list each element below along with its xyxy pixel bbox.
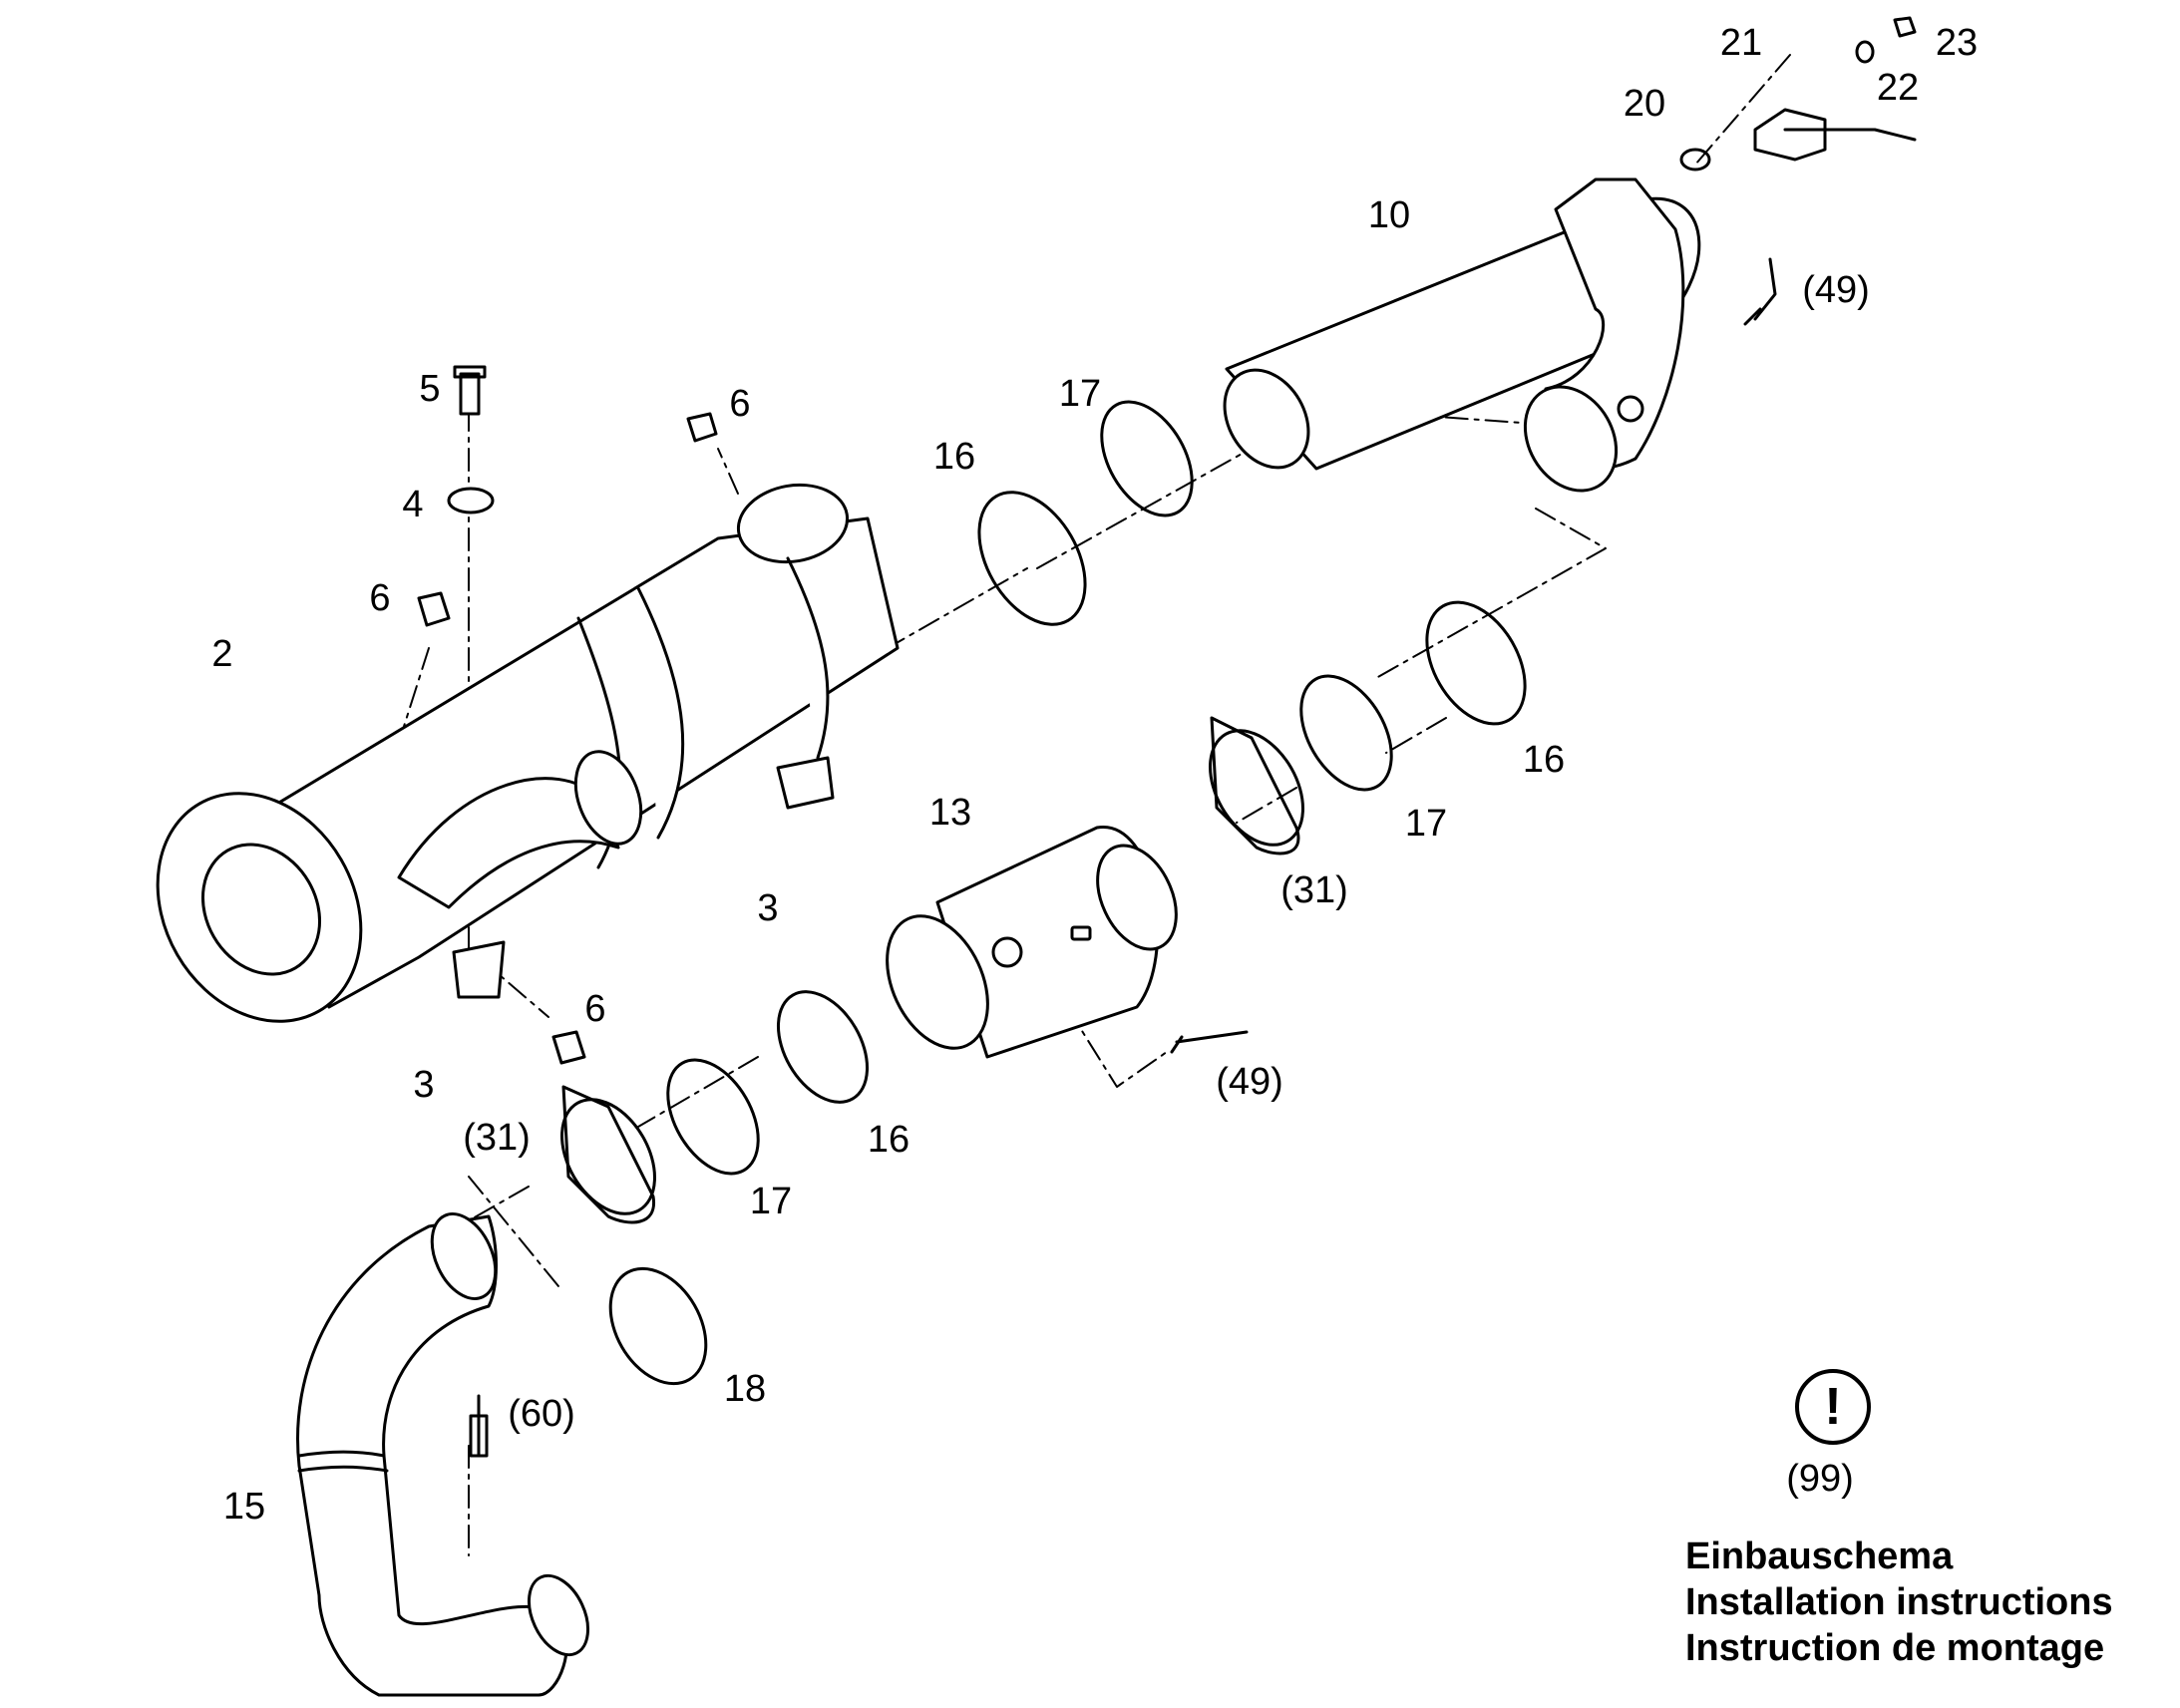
callout-60: (60) bbox=[508, 1393, 575, 1435]
callout-15: 15 bbox=[222, 1486, 266, 1528]
catalyst-part-13 bbox=[886, 826, 1178, 1059]
sensor-part-49-lower bbox=[1170, 1030, 1249, 1054]
nut-part-23 bbox=[1893, 16, 1917, 38]
clamp-part-16-lower bbox=[776, 990, 870, 1104]
muffler-body-part-2 bbox=[156, 483, 900, 1023]
clamp-part-16-right bbox=[1425, 600, 1527, 726]
bracket-part-3-lower bbox=[452, 940, 506, 999]
callout-99: (99) bbox=[1786, 1458, 1854, 1500]
callout-2: 2 bbox=[211, 633, 233, 675]
outlet-pipe-part-10 bbox=[1223, 177, 1701, 493]
callout-6-top: 6 bbox=[729, 383, 751, 425]
sensor-part-49-top bbox=[1743, 257, 1777, 326]
callout-5: 5 bbox=[419, 368, 441, 410]
heat-shield-part-31-right bbox=[1210, 716, 1300, 855]
gasket-ring-part-17-top bbox=[1100, 400, 1194, 517]
bolt-part-5 bbox=[453, 365, 487, 416]
callout-17-right: 17 bbox=[1404, 803, 1448, 845]
callout-23: 23 bbox=[1935, 22, 1979, 64]
clamp-part-16-top bbox=[977, 491, 1087, 626]
washer-part-22 bbox=[1855, 40, 1875, 64]
callout-16-right: 16 bbox=[1522, 739, 1566, 781]
callout-49-lower: (49) bbox=[1216, 1061, 1283, 1103]
callout-49-top: (49) bbox=[1802, 269, 1870, 311]
note-line-french: Instruction de montage bbox=[1685, 1627, 2105, 1669]
clamp-part-18 bbox=[608, 1266, 708, 1386]
callout-10: 10 bbox=[1367, 194, 1411, 236]
callout-17-top: 17 bbox=[1058, 373, 1102, 415]
installation-note: Einbauschema Installation instructions I… bbox=[1685, 1534, 2113, 1671]
heat-shield-part-31-left bbox=[561, 1085, 655, 1224]
gasket-part-20 bbox=[1679, 148, 1711, 171]
nut-part-6-left bbox=[417, 591, 451, 627]
elbow-pipe-part-15 bbox=[296, 1212, 590, 1697]
callout-31-right: (31) bbox=[1280, 869, 1348, 911]
callout-20: 20 bbox=[1623, 83, 1666, 125]
note-line-english: Installation instructions bbox=[1685, 1581, 2113, 1623]
callout-13: 13 bbox=[928, 792, 972, 834]
callout-3-lower: 3 bbox=[413, 1064, 435, 1106]
nut-part-6-bottom bbox=[551, 1030, 586, 1065]
bracket-part-3-upper bbox=[776, 756, 835, 810]
callout-21: 21 bbox=[1719, 22, 1763, 64]
washer-part-4 bbox=[447, 487, 495, 514]
callout-22: 22 bbox=[1876, 67, 1920, 109]
callout-6-left: 6 bbox=[369, 577, 391, 619]
callout-17-lower: 17 bbox=[749, 1181, 793, 1222]
gasket-ring-part-17-right bbox=[1299, 674, 1393, 792]
note-line-german: Einbauschema bbox=[1685, 1536, 1954, 1577]
gasket-ring-part-17-lower bbox=[666, 1058, 760, 1176]
callout-6-bottom: 6 bbox=[584, 988, 606, 1030]
callout-16-top: 16 bbox=[932, 436, 976, 478]
callout-3-upper: 3 bbox=[757, 887, 779, 929]
notice-icon: ! bbox=[1795, 1369, 1871, 1445]
sensor-part-21 bbox=[1753, 108, 1917, 162]
nut-part-6-top bbox=[686, 412, 718, 443]
callout-4: 4 bbox=[402, 484, 424, 525]
callout-31-left: (31) bbox=[463, 1117, 531, 1159]
callout-16-lower: 16 bbox=[867, 1119, 910, 1161]
glow-plug-part-60 bbox=[469, 1394, 489, 1458]
callout-18: 18 bbox=[723, 1368, 767, 1410]
